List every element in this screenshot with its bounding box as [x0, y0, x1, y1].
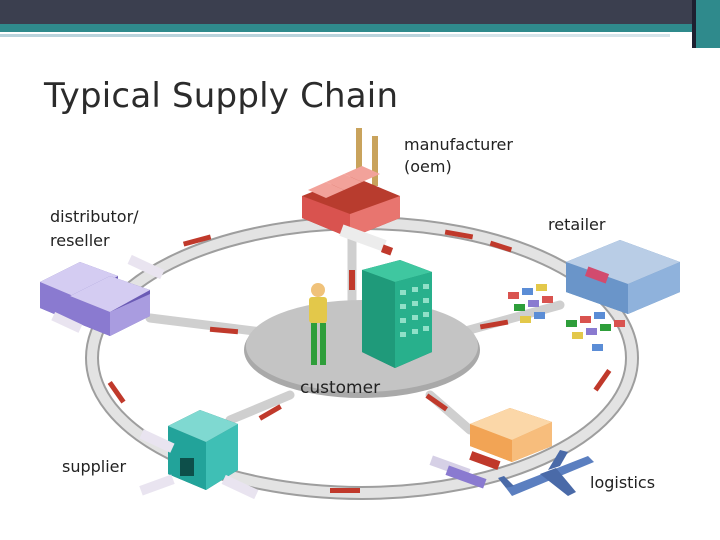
header-corner-divider [692, 0, 696, 48]
customer-person-icon [309, 283, 327, 365]
node-label-supplier: supplier [62, 457, 127, 476]
factory-icon [302, 128, 400, 256]
node-label-manufacturer-line2: (oem) [404, 157, 452, 176]
spoke-retailer [457, 300, 565, 337]
logistics-warehouse-icon [470, 408, 552, 462]
office-building-icon [362, 260, 432, 368]
spoke-distributor [145, 313, 267, 337]
header-stripe [0, 34, 430, 37]
flow-arrow [479, 319, 509, 330]
node-label-manufacturer-line1: manufacturer [404, 135, 513, 154]
flow-arrow [425, 393, 448, 412]
airplane-icon [498, 450, 594, 496]
node-label-retailer: retailer [548, 215, 606, 234]
flow-arrow [107, 381, 126, 404]
retail-store-icon [566, 240, 680, 314]
spoke-supplier [225, 390, 295, 425]
supply-chain-diagram: customer manufacturer (oem) [40, 128, 680, 500]
header-accent-bar [0, 24, 720, 32]
node-label-customer: customer [300, 378, 380, 398]
warehouse-icon [40, 254, 165, 336]
header-bar [0, 0, 720, 24]
node-label-distributor-line2: reseller [50, 231, 110, 250]
node-label-distributor-line1: distributor/ [50, 207, 139, 226]
header-corner-accent [696, 0, 720, 48]
spokes [145, 223, 565, 435]
flow-arrow [444, 229, 474, 240]
header-stripe [430, 34, 670, 37]
flow-arrows [107, 229, 612, 493]
flow-arrow [182, 234, 212, 247]
flow-arrow [330, 488, 360, 493]
flow-arrow [209, 326, 239, 335]
flow-arrow [489, 240, 513, 253]
parking-lot-cars [508, 284, 625, 351]
slide-title: Typical Supply Chain [44, 76, 399, 116]
supplier-building-icon [139, 410, 259, 500]
flow-arrow [593, 369, 612, 392]
flow-arrow [349, 270, 355, 290]
node-label-logistics: logistics [590, 473, 655, 492]
flow-arrow [258, 404, 282, 421]
truck-fleet-icon [429, 451, 501, 489]
